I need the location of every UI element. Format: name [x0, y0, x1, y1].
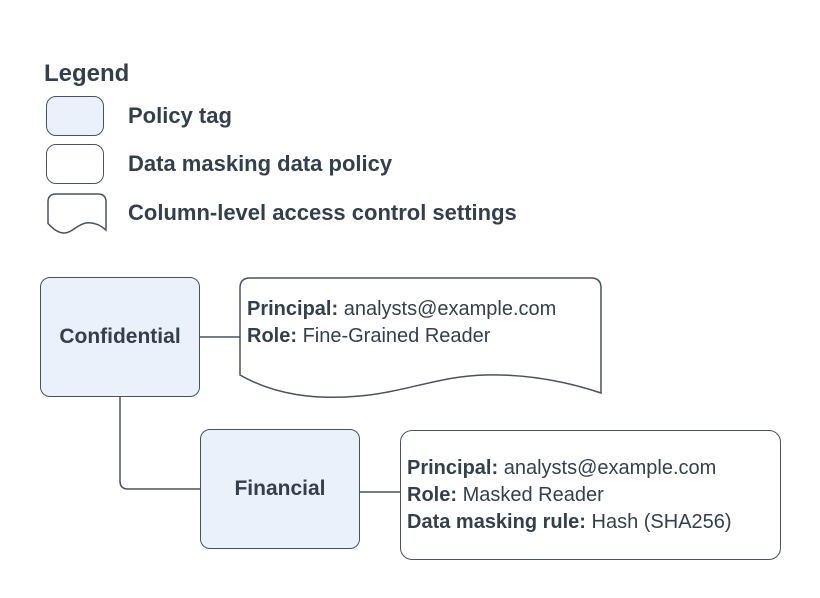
legend-title: Legend [44, 60, 130, 87]
connector-confidential-to-financial [119, 397, 200, 490]
data-masking-policy-swatch [46, 144, 104, 184]
principal-label: Principal: [247, 298, 339, 320]
principal-value: analysts@example.com [343, 298, 557, 320]
principal-label: Principal: [407, 456, 499, 479]
acl-note-line-role: Role: Fine-Grained Reader [247, 323, 556, 350]
node-confidential: Confidential [40, 277, 200, 397]
legend-item-label-data-masking-policy: Data masking data policy [128, 151, 393, 176]
policy-tag-swatch [46, 96, 104, 136]
masking-rule-value: Hash (SHA256) [591, 510, 732, 533]
node-financial: Financial [200, 429, 360, 549]
masking-rule-label: Data masking rule: [407, 510, 586, 533]
role-value: Masked Reader [462, 483, 604, 506]
document-shape [239, 277, 602, 398]
data-masking-policy-card: Principal: analysts@example.com Role: Ma… [400, 430, 781, 560]
role-label: Role: [247, 325, 297, 347]
policy-line-role: Role: Masked Reader [407, 482, 780, 509]
policy-line-masking-rule: Data masking rule: Hash (SHA256) [407, 509, 780, 536]
legend-item-label-column-access: Column-level access control settings [128, 200, 517, 225]
role-value: Fine-Grained Reader [302, 325, 491, 347]
principal-value: analysts@example.com [503, 456, 717, 479]
acl-settings-note: Principal: analysts@example.com Role: Fi… [247, 296, 556, 350]
acl-note-line-principal: Principal: analysts@example.com [247, 296, 556, 323]
node-financial-label: Financial [234, 477, 326, 500]
policy-line-principal: Principal: analysts@example.com [407, 455, 780, 482]
legend-item-label-policy-tag: Policy tag [128, 103, 232, 128]
role-label: Role: [407, 483, 457, 506]
document-shape-icon [47, 193, 107, 234]
node-confidential-label: Confidential [59, 325, 181, 348]
